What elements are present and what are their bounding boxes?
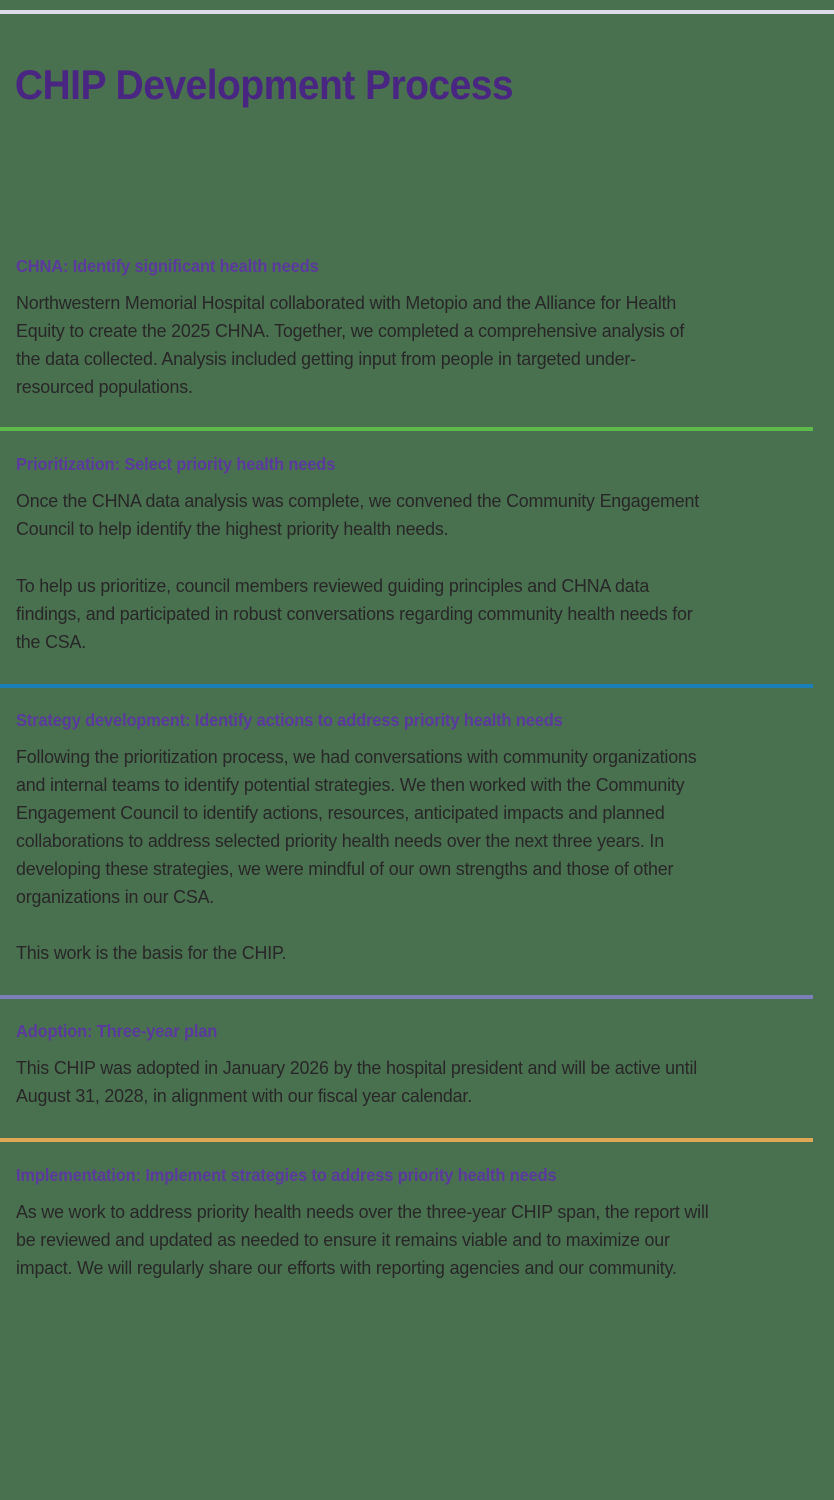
divider-purple xyxy=(0,995,813,999)
section-paragraph: This CHIP was adopted in January 2026 by… xyxy=(16,1057,698,1106)
section-heading-chna: CHNA: Identify significant health needs xyxy=(16,256,319,276)
divider-green xyxy=(0,427,813,431)
section-paragraph: As we work to address priority health ne… xyxy=(16,1201,709,1278)
section-heading-strategy-development: Strategy development: Identify actions t… xyxy=(16,710,563,730)
section-paragraph: Following the prioritization process, we… xyxy=(16,746,697,907)
top-rule-divider xyxy=(0,10,834,14)
section-strategy-development: Strategy development: Identify actions t… xyxy=(0,709,834,967)
divider-blue xyxy=(0,684,813,688)
divider-orange xyxy=(0,1138,813,1142)
section-prioritization: Prioritization: Select priority health n… xyxy=(0,453,834,656)
section-paragraph: To help us prioritize, council members r… xyxy=(16,575,693,652)
section-paragraph: Once the CHNA data analysis was complete… xyxy=(16,490,700,539)
section-adoption: Adoption: Three-year plan This CHIP was … xyxy=(0,1020,834,1110)
page-title: CHIP Development Process xyxy=(14,61,514,108)
section-paragraph: Northwestern Memorial Hospital collabora… xyxy=(16,292,685,397)
section-implementation: Implementation: Implement strategies to … xyxy=(0,1164,834,1282)
section-heading-prioritization: Prioritization: Select priority health n… xyxy=(16,454,336,474)
section-heading-adoption: Adoption: Three-year plan xyxy=(16,1021,218,1041)
document-content: CHIP Development Process CHNA: Identify … xyxy=(0,61,834,1282)
section-chna: CHNA: Identify significant health needs … xyxy=(0,255,834,401)
section-paragraph: This work is the basis for the CHIP. xyxy=(16,942,287,963)
section-heading-implementation: Implementation: Implement strategies to … xyxy=(16,1165,557,1185)
